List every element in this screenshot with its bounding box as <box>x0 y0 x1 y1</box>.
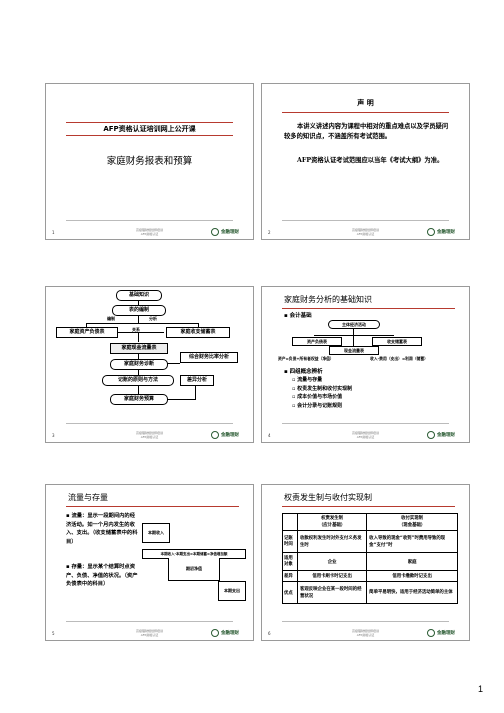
logo: 金融理财 <box>427 628 463 637</box>
slide-title: 流量与存量 <box>68 493 108 502</box>
equation-income: 收入-费用（支出）=利润（储蓄） <box>370 356 428 361</box>
divider <box>282 220 449 221</box>
node-cashflow: 家庭现金流量表 <box>110 343 168 354</box>
divider <box>282 621 449 622</box>
node-opening-net-worth: 期初净值 <box>168 558 220 581</box>
node-economic-activity: 主体经济活动 <box>328 320 380 329</box>
statement-body-1: 本讲义讲述内容为课程中相对的重点难点以及学员疑问较多的知识点，不涵盖所有考试范围… <box>284 123 449 140</box>
bullet-concepts: ▪ 四组概念辨析 <box>284 369 323 375</box>
list-item: ▫ 流量与存量 <box>292 377 323 383</box>
divider <box>66 506 239 507</box>
table-row: 记账时间 收款权利发生时对外支付义务发生时 收入导致的现金“收到”时费用导致的现… <box>282 530 458 553</box>
bullet-flow: ▪ 流量：显示一段期间内的经济活动。如一个月内发生的收入、支出。（收支储蓄表中的… <box>66 513 138 545</box>
node-balance-sheet: 家庭资产负债表 <box>56 327 118 338</box>
header-accrual: 权责发生制（应计基础） <box>296 513 368 531</box>
equation-balance: 资产=负债+所有者权益（净值） <box>278 356 334 361</box>
comparison-table: 权责发生制（应计基础） 收付实现制（现金基础） 记账时间 收款权利发生时对外支付… <box>282 513 458 604</box>
node-current-expense: 本期支出 <box>218 581 246 601</box>
node-balance-sheet: 资产负债表 <box>292 337 342 346</box>
slide-5: 流量与存量 ▪ 流量：显示一段期间内的经济活动。如一个月内发生的收入、支出。（收… <box>45 484 254 641</box>
slide-number: 5 <box>52 631 55 636</box>
logo: 金融理财 <box>211 628 247 637</box>
node-variance: 差异分析 <box>180 375 214 386</box>
divider <box>66 423 233 424</box>
slide-number: 2 <box>268 230 271 235</box>
bullet-stock: ▪ 存量：显示某个结算时点资产、负债、净值的状况。（资产负债表中的科目） <box>66 564 138 587</box>
node-current-income: 本期收入 <box>142 523 170 543</box>
divider <box>282 506 455 507</box>
list-item: ▫ 权责发生制和收付实现制 <box>292 385 353 392</box>
divider <box>66 621 233 622</box>
divider <box>282 112 449 113</box>
slide-3: 基础知识 表的编制 编制 分析 关系 家庭资产负债表 家庭收支储蓄表 家庭现金流… <box>45 286 254 443</box>
slide-number: 1 <box>52 230 55 235</box>
statement-body-2: AFP资格认证考试范围应以当年《考试大纲》为准。 <box>297 157 444 164</box>
node-cashflow: 现金流量表 <box>329 346 379 355</box>
bullet-accounting: ▪ 会计基础 <box>284 313 312 319</box>
table-header-row: 权责发生制（应计基础） 收付实现制（现金基础） <box>282 513 458 531</box>
logo: 金融理财 <box>211 430 247 439</box>
divider <box>66 135 233 136</box>
slide-title: 家庭财务分析的基础知识 <box>284 295 372 304</box>
node-basic-knowledge: 基础知识 <box>116 290 162 301</box>
slide-4: 家庭财务分析的基础知识 ▪ 会计基础 主体经济活动 资产负债表 收支储蓄表 现金… <box>261 286 470 443</box>
concept-list: ▫ 流量与存量 ▫ 权责发生制和收付实现制 ▫ 成本价值与市场价值 ▫ 会计分录… <box>292 376 352 410</box>
slide-number: 6 <box>268 631 271 636</box>
course-title: AFP资格认证培训网上公开课 <box>103 125 196 133</box>
statement-heading: 声 明 <box>357 98 374 107</box>
node-budget: 家庭财务预算 <box>110 394 168 405</box>
node-compile: 表的编制 <box>112 305 166 316</box>
label-analyze: 分析 <box>149 316 157 321</box>
logo: 金融理财 <box>211 227 247 236</box>
node-income-statement: 收支储蓄表 <box>372 337 422 346</box>
slide-subtitle: 家庭财务报表和预算 <box>106 156 193 167</box>
logo: 金融理财 <box>427 227 463 236</box>
list-item: ▫ 成本价值与市场价值 <box>292 394 343 400</box>
divider <box>282 423 449 424</box>
label-relation: 关系 <box>132 327 140 332</box>
table-row: 优点 客观反映企业在某一段时间的经营状况 简单平易明快，适用于经济活动简单的主体 <box>282 581 458 604</box>
slide-title: 权责发生制与收付实现制 <box>284 493 372 502</box>
header-cash: 收付实现制（现金基础） <box>366 513 458 531</box>
logo: 金融理财 <box>427 430 463 439</box>
table-row: 适用对象 企业 家庭 <box>282 552 458 571</box>
divider <box>282 308 455 309</box>
node-income-statement: 家庭收支储蓄表 <box>166 327 230 338</box>
node-ratio-analysis: 综合财务比率分析 <box>180 352 238 363</box>
divider <box>66 122 233 123</box>
slide-2: 声 明 本讲义讲述内容为课程中相对的重点难点以及学员疑问较多的知识点，不涵盖所有… <box>261 83 470 240</box>
page-number: 1 <box>478 684 484 694</box>
divider <box>66 220 233 221</box>
node-diagnosis: 家庭财务诊断 <box>110 359 168 370</box>
table-row: 差异 信用卡刷卡时记支出 信用卡缴款时记支出 <box>282 570 458 582</box>
label-compile: 编制 <box>107 316 115 321</box>
slide-number: 3 <box>52 433 55 438</box>
slide-6: 权责发生制与收付实现制 权责发生制（应计基础） 收付实现制（现金基础） 记账时间… <box>261 484 470 641</box>
list-item: ▫ 会计分录与记账规则 <box>292 402 343 409</box>
slide-number: 4 <box>268 433 271 438</box>
